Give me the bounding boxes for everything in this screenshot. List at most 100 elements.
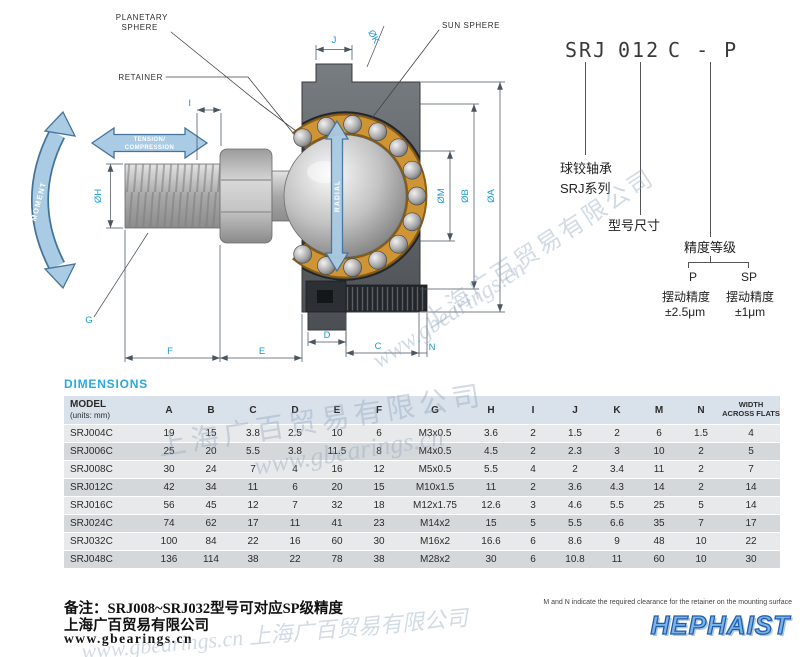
cell: 16: [316, 460, 358, 479]
cell: 11: [470, 478, 512, 497]
cell: M12x1.75: [400, 496, 470, 515]
cell: 22: [232, 532, 274, 551]
dim-d: D: [324, 330, 331, 341]
cell: 6: [358, 424, 400, 443]
dim-b: ØB: [460, 189, 471, 203]
cell: 2.3: [554, 442, 596, 461]
mounting-bolt: [305, 280, 428, 313]
model-cell: SRJ012C: [64, 478, 148, 497]
col-d: D: [274, 396, 316, 425]
cell: 5.5: [554, 514, 596, 533]
series-label-line2: SRJ系列: [560, 181, 611, 196]
cell: M28x2: [400, 550, 470, 569]
cell: 60: [638, 550, 680, 569]
col-n: N: [680, 396, 722, 425]
cell: 30: [470, 550, 512, 569]
cell: 136: [148, 550, 190, 569]
col-c: C: [232, 396, 274, 425]
planetary-balls: [293, 115, 427, 277]
cell: 42: [148, 478, 190, 497]
col-h: H: [470, 396, 512, 425]
planetary-sphere-label: SPHERE: [122, 23, 159, 32]
company-name: 上海广百贸易有限公司: [64, 618, 209, 634]
planetary-ball: [343, 258, 362, 277]
planetary-ball: [343, 115, 362, 134]
dim-h: ØH: [93, 189, 104, 203]
cell: 32: [316, 496, 358, 515]
cell: 24: [190, 460, 232, 479]
planetary-ball: [293, 128, 313, 148]
cell: 4.3: [596, 478, 638, 497]
cell: 6: [512, 532, 554, 551]
cell: 38: [358, 550, 400, 569]
cell: 8: [358, 442, 400, 461]
cell: M3x0.5: [400, 424, 470, 443]
cell: 2: [680, 478, 722, 497]
dim-i: I: [188, 98, 191, 109]
cell: 7: [722, 460, 780, 479]
part-number-series: SRJ: [565, 38, 608, 62]
grade-sp: SP: [741, 270, 758, 284]
grade-label: 精度等级: [684, 240, 737, 255]
threaded-stud: [124, 148, 305, 244]
col-a: A: [148, 396, 190, 425]
legend-line-size: [640, 62, 641, 215]
cell: 84: [190, 532, 232, 551]
cell: 14: [638, 478, 680, 497]
grade-branch-stub: [710, 256, 711, 262]
cell: 6: [274, 478, 316, 497]
cell: 5: [722, 442, 780, 461]
cell: 12: [358, 460, 400, 479]
sun-sphere-label: SUN SPHERE: [442, 21, 500, 30]
part-number-grade-code: C - P: [668, 38, 739, 62]
col-model: MODEL (units: mm): [64, 396, 148, 425]
planetary-ball: [368, 250, 388, 270]
cell: 11: [274, 514, 316, 533]
cell: 60: [316, 532, 358, 551]
cell: 11: [596, 550, 638, 569]
cell: 2: [512, 424, 554, 443]
cell: 10: [680, 532, 722, 551]
cell: 30: [722, 550, 780, 569]
compression-label: COMPRESSION: [125, 145, 174, 151]
cell: 2: [554, 460, 596, 479]
cell: 9: [596, 532, 638, 551]
dim-n: N: [429, 342, 436, 353]
radial-arrow: RADIAL: [324, 119, 350, 273]
planetary-ball: [402, 160, 422, 180]
series-label-line1: 球铰轴承: [560, 161, 613, 176]
cell: 11: [638, 460, 680, 479]
cell: 20: [316, 478, 358, 497]
model-cell: SRJ006C: [64, 442, 148, 461]
cell: 4: [722, 424, 780, 443]
col-model-label: MODEL: [70, 399, 107, 410]
cell: 16: [274, 532, 316, 551]
col-width-across-flats: WIDTH ACROSS FLATS: [722, 396, 780, 425]
cell: 114: [190, 550, 232, 569]
tension-compression-arrow: TENSION/ COMPRESSION: [90, 126, 209, 160]
cell: M10x1.5: [400, 478, 470, 497]
sp-accuracy-value: ±1μm: [735, 305, 766, 319]
planetary-ball: [389, 138, 408, 158]
cell: 19: [148, 424, 190, 443]
cell: 22: [274, 550, 316, 569]
dimensions-title: DIMENSIONS: [64, 377, 149, 391]
cell: 1.5: [554, 424, 596, 443]
model-cell: SRJ024C: [64, 514, 148, 533]
dim-f: F: [167, 346, 173, 357]
cell: 18: [358, 496, 400, 515]
cell: 4.5: [470, 442, 512, 461]
bolt-socket: [317, 290, 333, 303]
table-footnote: M and N indicate the required clearance …: [543, 599, 792, 606]
cell: 5.5: [232, 442, 274, 461]
planetary-ball: [389, 234, 408, 254]
cell: 10: [680, 550, 722, 569]
cell: 3.6: [554, 478, 596, 497]
p-accuracy-value: ±2.5μm: [665, 305, 706, 319]
cell: 11.5: [316, 442, 358, 461]
cell: 10: [638, 442, 680, 461]
cell: 3: [512, 496, 554, 515]
